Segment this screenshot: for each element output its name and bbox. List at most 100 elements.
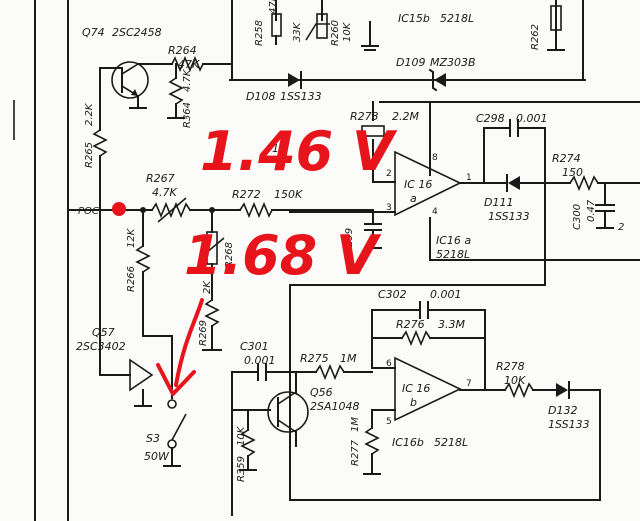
r264-label: R264 [168,44,197,57]
ic16b-unit-label: IC16b [392,436,424,449]
ic16a-sub: a [410,192,417,205]
r277-value: 1M [350,417,361,432]
q57-label: Q57 [92,326,115,339]
ic16a-name: IC 16 [404,178,432,191]
r266-label: R266 [126,266,137,292]
c301-r275-chain [231,363,373,516]
r278-label: R278 [496,360,525,373]
c299-label: C299 [344,228,355,254]
r265-resistor [92,67,108,211]
r364-resistor [167,63,185,119]
r266-value: 12K [126,227,137,248]
r278-value: 10K [504,374,526,387]
q74-label: Q74 [82,26,105,39]
r276-label: R276 [396,318,425,331]
r276-value: 3.3M [438,318,465,331]
r273-value: 2.2M [392,110,419,123]
pin-8: 8 [432,153,438,163]
ic15b-part: 5218L [440,12,474,25]
c302-label: C302 [378,288,407,301]
pin-3: 3 [386,203,392,213]
left-rails [13,0,69,521]
c301-value: 0.001 [244,354,276,367]
ic15b-label: IC15b [398,12,430,25]
c300-label: C300 [572,204,583,230]
red-arrow [156,298,204,396]
q74-transistor [99,61,151,109]
r277-label: R277 [350,439,361,466]
q57-part: 2SC3402 [76,340,126,353]
d111-part: 1SS133 [488,210,530,223]
q56-part: 2SA1048 [310,400,360,413]
d109-part: MZ303B [430,56,476,69]
r267-label: R267 [146,172,175,185]
voltage-annotation-upper: 1.46 V [200,120,398,183]
r258-value: 47K [268,0,279,14]
poc-red-dot [112,202,126,216]
pin-2: 2 [386,169,392,179]
c298-label: C298 [476,112,505,125]
r268-label: R268 [224,242,235,268]
pin-1: 1 [466,173,472,183]
r272-label: R272 [232,188,261,201]
q74-part-label: 2SC2458 [112,26,162,39]
ic16a-unit-label: IC16 a [436,234,471,247]
r274-label: R274 [552,152,581,165]
pin-7: 7 [466,379,472,389]
r258-value2: 33K [292,21,303,42]
r267-value: 4.7K [152,186,177,199]
r272-value: 150K [274,188,303,201]
r271-value: 1M [272,142,289,155]
d109-label: D109 [396,56,425,69]
s3-switch [163,399,187,467]
poc-node [67,197,374,223]
component-labels: Q74 2SC2458 R258 47K 33K R260 10K IC15b … [76,0,624,482]
ic16b-unit-part: 5218L [434,436,468,449]
r264-value: 47K [178,58,200,71]
r273-label: R273 [350,110,379,123]
d108-diode [231,71,302,89]
r275-label: R275 [300,352,329,365]
r364-label: R364 [182,102,193,128]
r359-label: R359 [236,456,247,482]
ic16b-name: IC 16 [402,382,430,395]
r260-label: R260 [330,20,341,46]
q57-transistor [99,209,173,407]
pin-5: 5 [386,417,392,427]
ic16a-region [289,101,640,286]
q56-label: Q56 [310,386,333,399]
c298-value: 0.001 [516,112,548,125]
r359-resistor [239,409,257,471]
d108-part: 1SS133 [280,90,322,103]
r275-value: 1M [340,352,357,365]
pin-6: 6 [386,359,392,369]
r268-pot [199,209,225,351]
ic16a-unit-part: 5218L [436,248,470,261]
d132-label: D132 [548,404,577,417]
c300-value2: 2 [618,222,624,233]
ic16b-sub: b [410,396,417,409]
r264-resistor [149,55,233,73]
poc-label: POC [78,206,99,217]
r274-value: 150 [562,166,583,179]
d132-part: 1SS133 [548,418,590,431]
r359-value: 10K [236,425,247,446]
r260-value: 10K [342,21,353,42]
d111-label: D111 [484,196,513,209]
r258-label: R258 [254,20,265,46]
voltage-annotation-lower: 1.68 V [184,224,382,287]
r265-value: 2.2K [84,102,95,126]
r265-label: R265 [84,142,95,168]
q56-transistor [267,371,309,447]
r262-label: R262 [530,24,541,50]
s3-label: S3 [146,432,160,445]
c302-value: 0.001 [430,288,462,301]
c301-label: C301 [240,340,269,353]
pin-4: 4 [432,207,438,217]
s3-value: 50W [144,450,170,463]
r266-resistor [135,209,151,337]
r364-value: 4.7K [182,68,193,92]
d108-label: D108 [246,90,275,103]
